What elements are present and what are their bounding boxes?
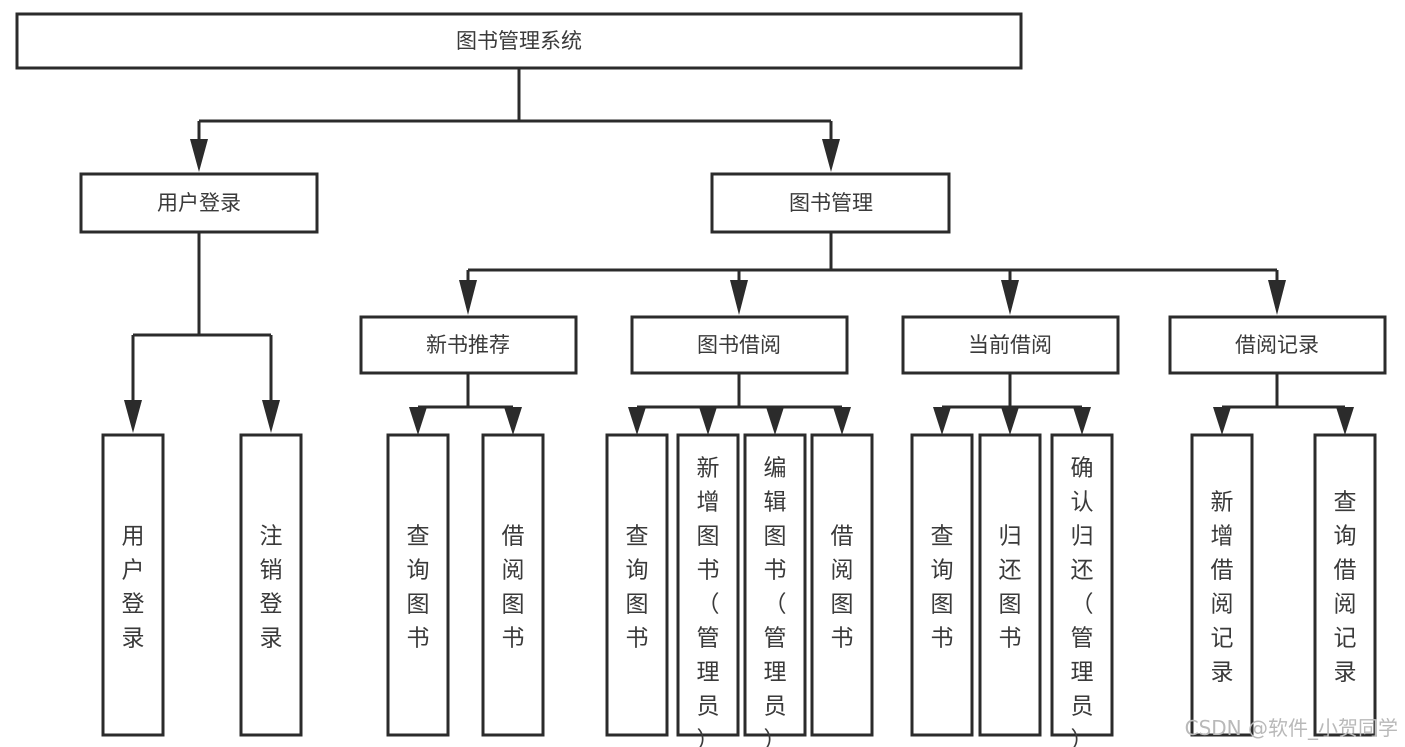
arrow-head-leaf-query-book-3 bbox=[933, 407, 951, 435]
arrow-head-leaf-return-book bbox=[1001, 407, 1019, 435]
node-new-book-recommend-box[interactable] bbox=[359, 315, 578, 375]
node-leaf-query-book-1-box[interactable] bbox=[386, 433, 450, 737]
arrow-head-book-manage bbox=[822, 139, 840, 172]
node-current-borrow-label: 当前借阅 bbox=[968, 333, 1052, 357]
node-leaf-query-book-2[interactable]: 查询图书 bbox=[605, 433, 669, 737]
node-leaf-borrow-book-1[interactable]: 借阅图书 bbox=[481, 433, 545, 737]
arrow-head-leaf-query-book-2 bbox=[628, 407, 646, 435]
node-leaf-user-login-box[interactable] bbox=[101, 433, 165, 737]
node-current-borrow-box[interactable] bbox=[901, 315, 1120, 375]
node-book-manage-label: 图书管理 bbox=[789, 191, 873, 215]
node-leaf-edit-book[interactable]: 编辑图书（管理员） bbox=[743, 433, 807, 747]
node-leaf-query-book-2-label: 查询图书 bbox=[626, 524, 649, 652]
arrow-head-book-borrow bbox=[730, 280, 748, 315]
node-leaf-query-record[interactable]: 查询借阅记录 bbox=[1313, 433, 1377, 737]
node-leaf-user-login[interactable]: 用户登录 bbox=[101, 433, 165, 737]
node-leaf-add-record[interactable]: 新增借阅记录 bbox=[1190, 433, 1254, 737]
arrow-head-leaf-user-logout bbox=[262, 400, 280, 433]
arrow-head-leaf-add-book bbox=[699, 407, 717, 435]
node-user-login-label: 用户登录 bbox=[157, 191, 241, 215]
node-leaf-user-logout-label: 注销登录 bbox=[260, 524, 283, 652]
node-leaf-return-book-box[interactable] bbox=[978, 433, 1042, 737]
node-leaf-edit-book-label: 编辑图书（管理员） bbox=[764, 456, 787, 747]
node-leaf-confirm-return[interactable]: 确认归还（管理员） bbox=[1050, 433, 1114, 747]
node-leaf-borrow-book-2-box[interactable] bbox=[810, 433, 874, 737]
arrow-head-borrow-record bbox=[1268, 280, 1286, 315]
node-current-borrow[interactable]: 当前借阅 bbox=[901, 315, 1120, 375]
arrow-head-leaf-query-book-1 bbox=[409, 407, 427, 435]
node-leaf-confirm-return-label: 确认归还（管理员） bbox=[1071, 456, 1094, 747]
node-leaf-query-book-2-box[interactable] bbox=[605, 433, 669, 737]
arrow-head-leaf-user-login bbox=[124, 400, 142, 433]
node-leaf-query-book-3-label: 查询图书 bbox=[931, 524, 954, 652]
node-leaf-query-book-3-box[interactable] bbox=[910, 433, 974, 737]
node-leaf-return-book-label: 归还图书 bbox=[999, 524, 1022, 652]
node-new-book-recommend-label: 新书推荐 bbox=[426, 333, 510, 357]
node-user-login-box[interactable] bbox=[79, 172, 319, 234]
node-book-borrow-box[interactable] bbox=[630, 315, 849, 375]
node-leaf-query-book-1[interactable]: 查询图书 bbox=[386, 433, 450, 737]
node-leaf-borrow-book-2-label: 借阅图书 bbox=[831, 524, 854, 652]
arrow-head-leaf-query-record bbox=[1336, 407, 1354, 435]
node-book-borrow[interactable]: 图书借阅 bbox=[630, 315, 849, 375]
node-borrow-record-label: 借阅记录 bbox=[1235, 333, 1319, 357]
node-leaf-borrow-book-2[interactable]: 借阅图书 bbox=[810, 433, 874, 737]
node-leaf-confirm-return-box[interactable] bbox=[1050, 433, 1114, 737]
arrow-head-user-login bbox=[190, 139, 208, 172]
arrow-head-current-borrow bbox=[1001, 280, 1019, 315]
node-leaf-return-book[interactable]: 归还图书 bbox=[978, 433, 1042, 737]
node-leaf-add-book[interactable]: 新增图书（管理员） bbox=[676, 433, 740, 747]
node-leaf-borrow-book-1-label: 借阅图书 bbox=[502, 524, 525, 652]
node-leaf-user-logout[interactable]: 注销登录 bbox=[239, 433, 303, 737]
node-borrow-record-box[interactable] bbox=[1168, 315, 1387, 375]
node-leaf-user-login-label: 用户登录 bbox=[122, 524, 145, 652]
arrow-head-new-book-recommend bbox=[459, 280, 477, 315]
node-root-label: 图书管理系统 bbox=[456, 29, 582, 53]
connector-layer bbox=[124, 68, 1354, 435]
arrow-head-leaf-confirm-return bbox=[1073, 407, 1091, 435]
node-leaf-borrow-book-1-box[interactable] bbox=[481, 433, 545, 737]
node-root-box[interactable] bbox=[15, 12, 1023, 70]
node-borrow-record[interactable]: 借阅记录 bbox=[1168, 315, 1387, 375]
arrow-head-leaf-add-record bbox=[1213, 407, 1231, 435]
node-leaf-edit-book-box[interactable] bbox=[743, 433, 807, 737]
arrow-head-leaf-borrow-book-2 bbox=[833, 407, 851, 435]
arrow-head-leaf-borrow-book-1 bbox=[504, 407, 522, 435]
arrow-head-leaf-edit-book bbox=[766, 407, 784, 435]
node-leaf-add-book-label: 新增图书（管理员） bbox=[697, 456, 720, 747]
csdn-watermark: CSDN @软件_小贺同学 bbox=[1185, 716, 1398, 740]
node-leaf-query-record-label: 查询借阅记录 bbox=[1334, 490, 1357, 686]
node-book-borrow-label: 图书借阅 bbox=[697, 333, 781, 357]
node-user-login[interactable]: 用户登录 bbox=[79, 172, 319, 234]
node-leaf-query-record-box[interactable] bbox=[1313, 433, 1377, 737]
node-leaf-add-record-box[interactable] bbox=[1190, 433, 1254, 737]
node-leaf-add-record-label: 新增借阅记录 bbox=[1211, 490, 1234, 686]
node-leaf-add-book-box[interactable] bbox=[676, 433, 740, 737]
node-book-manage-box[interactable] bbox=[710, 172, 951, 234]
node-leaf-query-book-1-label: 查询图书 bbox=[407, 524, 430, 652]
node-book-manage[interactable]: 图书管理 bbox=[710, 172, 951, 234]
node-leaf-query-book-3[interactable]: 查询图书 bbox=[910, 433, 974, 737]
node-root[interactable]: 图书管理系统 bbox=[15, 12, 1023, 70]
node-new-book-recommend[interactable]: 新书推荐 bbox=[359, 315, 578, 375]
node-leaf-user-logout-box[interactable] bbox=[239, 433, 303, 737]
